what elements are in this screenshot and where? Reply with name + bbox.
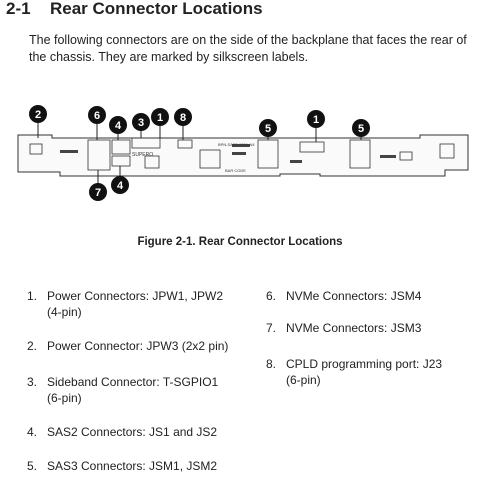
section-heading: 2-1 Rear Connector Locations (6, 0, 263, 19)
list-item-number: 8. (266, 357, 277, 371)
svg-text:6: 6 (94, 110, 100, 122)
svg-text:1: 1 (157, 112, 163, 124)
svg-text:1: 1 (313, 114, 319, 126)
list-item-text: Sideband Connector: T-SGPIO1 (47, 375, 219, 389)
svg-text:4: 4 (115, 120, 122, 132)
list-item-text-cont: (6-pin) (47, 391, 82, 405)
callout-8: 8 (174, 108, 192, 140)
power-connector-jpw3 (29, 143, 43, 155)
section-number: 2-1 (6, 0, 31, 18)
svg-text:3: 3 (138, 117, 144, 129)
callout-1-right: 1 (307, 110, 325, 142)
list-item-number: 2. (27, 339, 38, 353)
list-item-number: 5. (27, 459, 38, 473)
list-item-text: Power Connector: JPW3 (2x2 pin) (47, 339, 229, 353)
cpld-port (177, 139, 193, 149)
sas2-connector-js2 (111, 155, 131, 167)
component (399, 151, 413, 161)
list-item-number: 3. (27, 375, 38, 389)
backplane-board (17, 134, 469, 177)
callout-7: 7 (89, 170, 107, 201)
figure-caption: Figure 2-1. Rear Connector Locations (137, 236, 343, 248)
list-item-number: 7. (266, 321, 277, 335)
sas2-connector-js1 (111, 139, 131, 155)
svg-text:2: 2 (35, 109, 41, 121)
callout-1-left: 1 (151, 108, 169, 138)
callout-2: 2 (29, 105, 47, 138)
callout-4-bottom: 4 (111, 166, 129, 194)
list-item-text: SAS3 Connectors: JSM1, JSM2 (47, 459, 218, 473)
list-item-text: Power Connectors: JPW1, JPW2 (47, 289, 224, 303)
sas3-connector-jsm2 (349, 139, 371, 169)
svg-text:7: 7 (95, 187, 101, 199)
board-label-brand: SUPERO (132, 152, 153, 158)
nvme-connector-jsm4 (87, 139, 111, 171)
power-connector-jpw1 (299, 141, 325, 153)
callout-6: 6 (88, 106, 106, 140)
svg-text:4: 4 (117, 180, 124, 192)
list-item-text-cont: (4-pin) (47, 305, 82, 319)
svg-text:5: 5 (265, 123, 271, 135)
board-label-barcode: BAR CODE (225, 168, 246, 173)
backplane-figure: SUPERO BPN-SAS3-113A-N4 BAR CODE 2 6 4 3… (17, 105, 469, 201)
list-item-number: 6. (266, 289, 277, 303)
list-item-text: NVMe Connectors: JSM3 (286, 321, 422, 335)
board-label-model: BPN-SAS3-113A-N4 (218, 142, 255, 147)
list-item-text-cont: (6-pin) (286, 373, 321, 387)
callout-3: 3 (132, 113, 150, 138)
list-item-number: 4. (27, 425, 38, 439)
sideband-connector (131, 137, 161, 149)
callout-4-top: 4 (109, 116, 127, 140)
svg-text:5: 5 (358, 123, 364, 135)
list-item-number: 1. (27, 289, 38, 303)
list-item-text: NVMe Connectors: JSM4 (286, 289, 422, 303)
component (439, 143, 455, 159)
chip (144, 155, 160, 169)
callout-5-right: 5 (352, 119, 370, 140)
cpld-chip (199, 149, 221, 169)
callout-5-left: 5 (259, 119, 277, 140)
list-item-text: CPLD programming port: J23 (286, 357, 443, 371)
svg-text:8: 8 (180, 112, 186, 124)
section-title: Rear Connector Locations (50, 0, 263, 18)
list-item-text: SAS2 Connectors: JS1 and JS2 (47, 425, 218, 439)
intro-paragraph: The following connectors are on the side… (29, 33, 467, 64)
